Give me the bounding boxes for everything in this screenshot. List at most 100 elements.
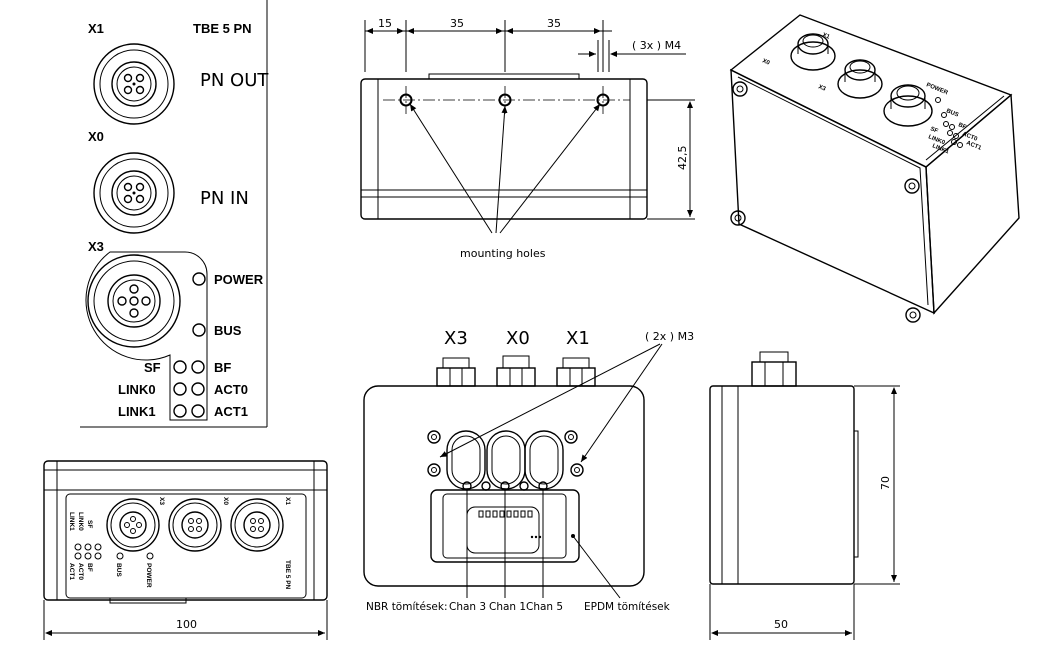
front-bus-label: BUS <box>115 563 122 577</box>
height-dim-label: 42,5 <box>676 146 689 171</box>
dim-35a-label: 35 <box>450 17 464 30</box>
front-bf-label: BF <box>86 563 93 572</box>
iso-screw-3-icon <box>904 178 920 194</box>
nbr-seal-group <box>446 430 564 490</box>
mounting-holes-label: mounting holes <box>460 247 546 260</box>
x3-boundary-outline <box>85 251 208 421</box>
panel-x0-label: X0 <box>88 129 104 144</box>
bottom-screw-tr-icon <box>564 430 578 444</box>
bottom-screw-tl-icon <box>427 430 441 444</box>
bottom-body-outline <box>363 385 645 587</box>
front-view: X3 X0 X1 TBE 5 PN LINK1 LINK0 SF ACT1 AC… <box>43 460 328 640</box>
bf-led-icon <box>191 360 205 374</box>
dim-15-label: 15 <box>378 17 392 30</box>
front-act0-label: ACT0 <box>77 563 84 580</box>
front-label-plate <box>65 493 307 599</box>
panel-act1-label: ACT1 <box>214 404 248 419</box>
panel-link1-label: LINK1 <box>118 404 156 419</box>
front-x3-label: X3 <box>158 497 165 505</box>
bottom-screw-br-icon <box>570 463 584 477</box>
bottom-screw-bl-icon <box>427 463 441 477</box>
act0-led-icon <box>191 382 205 396</box>
side-body-outline <box>709 385 855 585</box>
front-led-group <box>74 543 154 560</box>
panel-bus-label: BUS <box>214 323 242 338</box>
connector-x3-icon <box>87 254 181 348</box>
panel-sf-label: SF <box>144 360 161 375</box>
front-act1-label: ACT1 <box>68 563 75 580</box>
bus-led-icon <box>192 323 206 337</box>
front-connector-x3-icon <box>106 498 160 552</box>
iso-act1-label: ACT1 <box>965 140 982 152</box>
chan1-label: Chan 1 <box>489 601 526 613</box>
iso-act0-label: ACT0 <box>961 131 978 143</box>
iso-led-group <box>935 97 963 148</box>
connector-x1-icon <box>93 43 175 125</box>
iso-x1-label: X1 <box>821 32 831 41</box>
terminal-pins <box>478 510 533 518</box>
top-view: 15 35 35 ( 3x ) M4 42,5 mounting holes <box>360 17 695 260</box>
panel-act0-label: ACT0 <box>214 382 248 397</box>
front-connector-x1-icon <box>230 498 284 552</box>
iso-bus-label: BUS <box>945 108 959 118</box>
iso-x3-label: X3 <box>817 84 827 93</box>
top-body-cap <box>428 73 580 80</box>
panel-x3-label: X3 <box>88 239 104 254</box>
bottom-view: X3 X0 X1 ( 2x ) M3 <box>363 328 694 613</box>
front-width-dim-label: 100 <box>176 618 197 631</box>
iso-connector-x1-icon <box>790 33 836 71</box>
iso-side-face <box>925 93 1020 315</box>
front-link1-label: LINK1 <box>68 512 75 531</box>
bottom-connector-x1-icon <box>556 357 596 387</box>
side-width-dim-label: 50 <box>774 618 788 631</box>
chan3-label: Chan 3 <box>449 601 486 613</box>
panel-pn-in-label: PN IN <box>200 188 249 209</box>
hole-note-label: ( 3x ) M4 <box>632 39 681 52</box>
iso-connector-x0-icon <box>837 59 883 99</box>
mounting-hole-1-icon <box>399 93 413 107</box>
iso-screw-1-icon <box>732 81 748 97</box>
bottom-connector-x3-icon <box>436 357 476 387</box>
side-height-dim-label: 70 <box>879 476 892 490</box>
iso-power-label: POWER <box>925 82 949 96</box>
sf-led-icon <box>173 360 187 374</box>
mounting-hole-2-icon <box>498 93 512 107</box>
front-connector-x0-icon <box>168 498 222 552</box>
screw-note-label: ( 2x ) M3 <box>645 330 694 343</box>
side-view: 70 50 <box>709 351 900 640</box>
panel-view: X1 TBE 5 PN PN OUT X0 PN IN X3 POWER BUS… <box>80 0 269 428</box>
power-led-icon <box>192 272 206 286</box>
panel-bf-label: BF <box>214 360 231 375</box>
dim-35b-label: 35 <box>547 17 561 30</box>
connector-x0-icon <box>93 152 175 234</box>
epdm-seals-label: EPDM tömítések <box>584 601 671 613</box>
panel-x1-label: X1 <box>88 21 104 36</box>
front-model-label: TBE 5 PN <box>284 560 291 590</box>
iso-sf-label: SF <box>929 126 939 135</box>
chan5-label: Chan 5 <box>526 601 563 613</box>
panel-pn-out-label: PN OUT <box>200 70 269 91</box>
bottom-x3-label: X3 <box>444 328 468 349</box>
bottom-x1-label: X1 <box>566 328 590 349</box>
link1-led-icon <box>173 404 187 418</box>
side-connector-icon <box>751 351 797 387</box>
bottom-connector-x0-icon <box>496 355 536 387</box>
act1-led-icon <box>191 404 205 418</box>
front-x1-label: X1 <box>284 497 291 505</box>
panel-power-label: POWER <box>214 272 264 287</box>
panel-link0-label: LINK0 <box>118 382 156 397</box>
link0-led-icon <box>173 382 187 396</box>
mounting-hole-3-icon <box>596 93 610 107</box>
iso-view: X1 X0 X3 POWER BUS BF ACT0 ACT1 SF LINK0… <box>729 14 1020 323</box>
iso-screw-4-icon <box>905 307 921 323</box>
top-body-outline <box>360 78 648 220</box>
panel-model-label: TBE 5 PN <box>193 21 252 36</box>
bottom-x0-label: X0 <box>506 328 530 349</box>
front-power-label: POWER <box>145 563 152 588</box>
nbr-seals-label: NBR tömítések: <box>366 601 448 613</box>
iso-screw-2-icon <box>730 210 746 226</box>
front-link0-label: LINK0 <box>77 512 84 531</box>
front-sf-label: SF <box>86 520 93 528</box>
iso-bf-label: BF <box>957 122 967 131</box>
